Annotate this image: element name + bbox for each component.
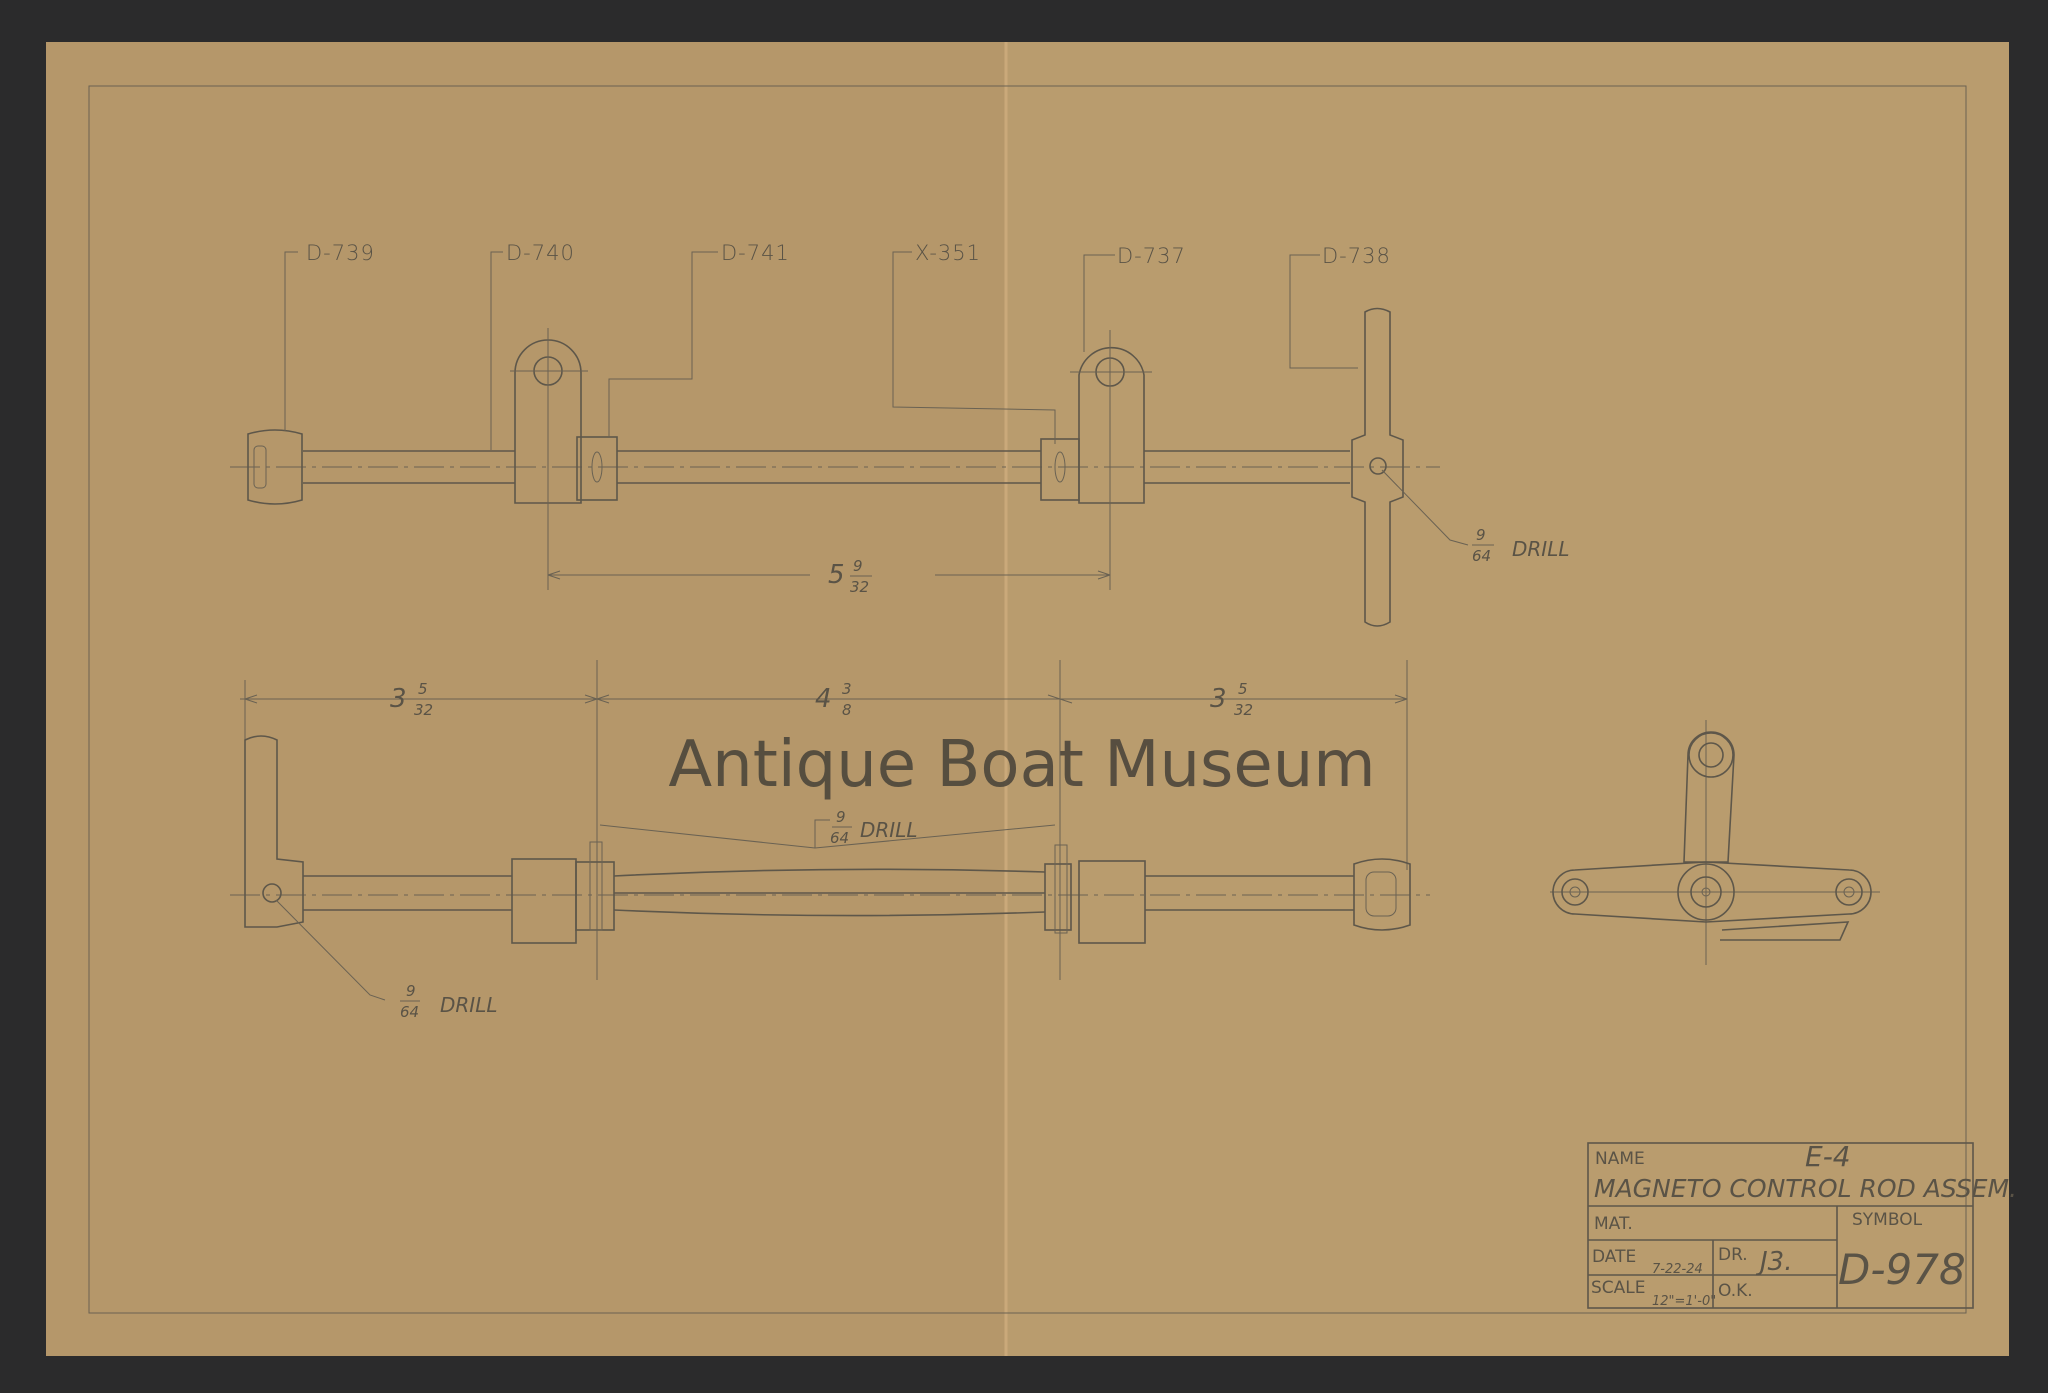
drawing-name: MAGNETO CONTROL ROD ASSEM. xyxy=(1594,1174,2017,1203)
part-label-x351: X-351 xyxy=(915,241,981,265)
scale-label: SCALE xyxy=(1591,1278,1646,1298)
watermark: Antique Boat Museum xyxy=(668,728,1375,802)
scale-value: 12"=1'-0" xyxy=(1652,1294,1716,1309)
date-value: 7-22-24 xyxy=(1652,1262,1703,1277)
svg-text:3: 3 xyxy=(1210,684,1227,714)
svg-text:5: 5 xyxy=(418,680,428,698)
end-cap-right xyxy=(1353,858,1411,931)
svg-text:32: 32 xyxy=(414,701,433,719)
part-label-d737: D-737 xyxy=(1117,244,1186,268)
part-label-d739: D-739 xyxy=(306,241,375,265)
part-label-d740: D-740 xyxy=(506,241,575,265)
svg-text:DRILL: DRILL xyxy=(1512,537,1569,561)
drill-note-top: 9 64 DRILL xyxy=(1472,526,1569,565)
name-code: E-4 xyxy=(1805,1140,1851,1173)
crank-d738 xyxy=(1351,307,1404,627)
date-label: DATE xyxy=(1592,1247,1636,1267)
svg-text:3: 3 xyxy=(842,680,852,698)
bottom-view: 3 5 32 4 3 8 3 5 32 xyxy=(230,660,1430,1021)
title-block: NAME E-4 MAGNETO CONTROL ROD ASSEM. MAT.… xyxy=(1587,1140,2017,1309)
end-cap-d739 xyxy=(247,429,303,505)
svg-text:32: 32 xyxy=(850,578,869,596)
svg-text:9: 9 xyxy=(406,982,416,1000)
svg-text:4: 4 xyxy=(815,684,832,714)
drill-note-bottom: 9 64 DRILL xyxy=(400,982,497,1021)
svg-text:64: 64 xyxy=(400,1003,419,1021)
mat-label: MAT. xyxy=(1594,1214,1633,1234)
dimension-top-span: 5 9 32 xyxy=(828,557,872,596)
svg-text:32: 32 xyxy=(1234,701,1253,719)
side-view xyxy=(1550,720,1880,965)
clevis-d737 xyxy=(1078,346,1145,504)
part-label-d738: D-738 xyxy=(1322,244,1391,268)
collar-d741 xyxy=(576,436,618,501)
ok-label: O.K. xyxy=(1718,1281,1753,1301)
svg-text:9: 9 xyxy=(1476,526,1486,544)
svg-text:9: 9 xyxy=(853,557,863,575)
svg-text:9: 9 xyxy=(836,808,846,826)
svg-text:64: 64 xyxy=(1472,547,1491,565)
dimension-bottom-left: 3 5 32 xyxy=(390,680,436,719)
dimension-bottom-middle: 4 3 8 xyxy=(815,680,856,719)
border-frame xyxy=(88,85,1967,1314)
svg-text:8: 8 xyxy=(842,701,852,719)
part-label-d741: D-741 xyxy=(721,241,790,265)
svg-text:64: 64 xyxy=(830,829,849,847)
dr-label: DR. xyxy=(1718,1245,1748,1265)
svg-text:DRILL: DRILL xyxy=(440,993,497,1017)
svg-text:3: 3 xyxy=(390,684,407,714)
crank-left xyxy=(244,735,304,928)
drill-note-middle: 9 64 DRILL xyxy=(830,808,917,847)
clevis-d740 xyxy=(514,339,582,504)
top-view: D-739 D-740 D-741 X-351 D-737 D-738 5 9 … xyxy=(230,241,1569,627)
symbol-value: D-978 xyxy=(1838,1245,1966,1294)
svg-text:5: 5 xyxy=(828,560,845,590)
block-right xyxy=(1078,860,1146,944)
dr-value: J3. xyxy=(1755,1247,1792,1277)
symbol-label: SYMBOL xyxy=(1852,1210,1923,1230)
svg-text:DRILL: DRILL xyxy=(860,818,917,842)
dimension-bottom-right: 3 5 32 xyxy=(1210,680,1256,719)
collar-right xyxy=(1044,863,1072,931)
name-label: NAME xyxy=(1595,1149,1645,1169)
svg-text:5: 5 xyxy=(1238,680,1248,698)
